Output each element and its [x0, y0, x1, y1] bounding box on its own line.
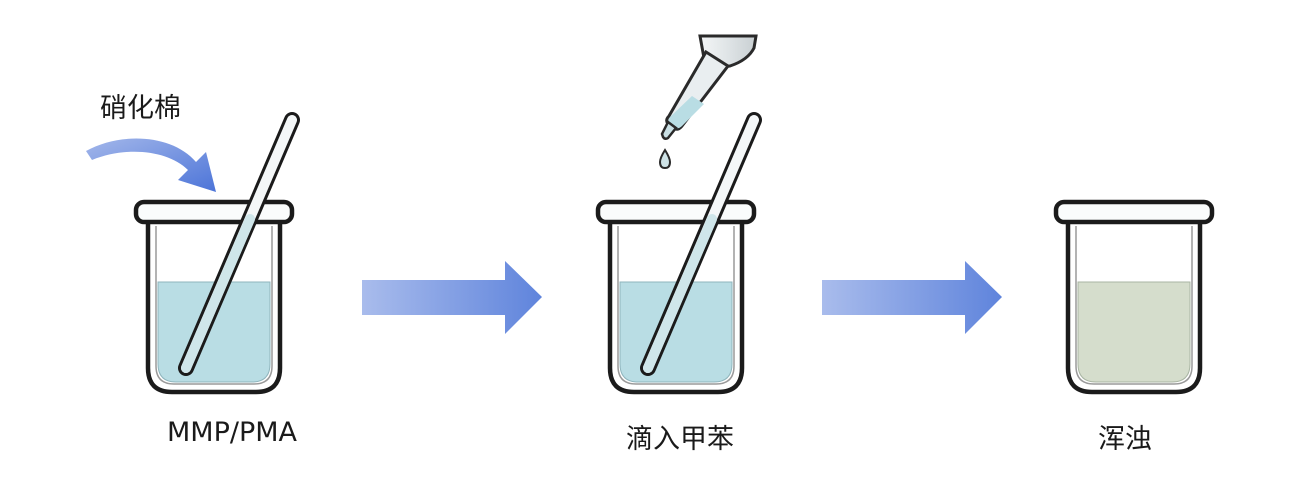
beaker-3-rim — [1053, 199, 1215, 225]
process-arrow-2 — [822, 261, 1002, 334]
beaker-3-glass — [1065, 222, 1203, 395]
nitrocellulose-label: 硝化棉 — [100, 93, 181, 124]
step-3-label: 浑浊 — [1098, 424, 1152, 455]
beaker-2-glass — [607, 222, 745, 395]
beaker-1-stirring-rod — [178, 112, 300, 376]
beaker-3 — [1053, 199, 1215, 395]
beaker-1-rim — [133, 199, 295, 225]
beaker-2-stirring-rod — [640, 112, 762, 376]
droplet-icon — [658, 148, 672, 170]
step-2-label: 滴入甲苯 — [626, 424, 734, 455]
process-arrow-1 — [362, 261, 542, 334]
beaker-3-liquid — [1077, 281, 1191, 383]
beaker-2 — [595, 112, 762, 395]
curved-arrow-icon — [86, 138, 216, 192]
pipette-icon — [660, 34, 758, 141]
step-1-label: MMP/PMA — [166, 417, 298, 448]
beaker-1 — [133, 112, 300, 395]
beaker-2-rim — [595, 199, 757, 225]
beaker-1-glass — [145, 222, 283, 395]
